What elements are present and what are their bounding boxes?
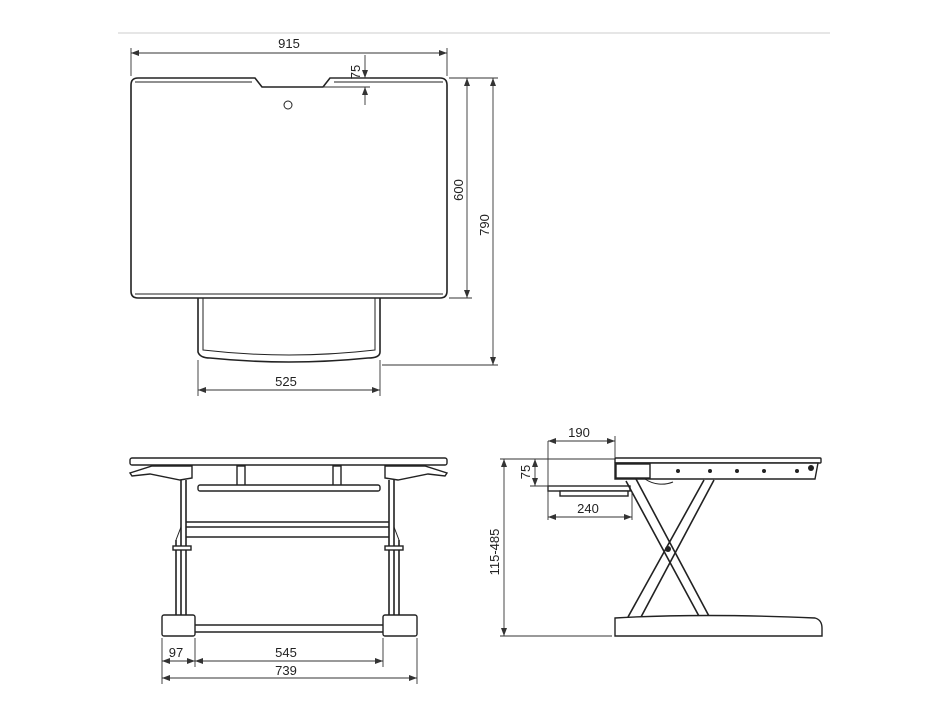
top-view: 915 75 600 790 525 xyxy=(130,36,498,396)
base-foot-right xyxy=(382,614,418,637)
dim-label-tray-depth: 240 xyxy=(577,501,599,516)
side-rail xyxy=(614,462,819,480)
dim-label-width: 915 xyxy=(278,36,300,51)
cable-hole xyxy=(283,100,293,110)
dim-label-tray-width: 525 xyxy=(275,374,297,389)
side-view: 190 75 240 115-485 xyxy=(487,425,823,637)
dim-label-base-width: 739 xyxy=(275,663,297,678)
keyboard-tray-front xyxy=(197,484,381,492)
base-side xyxy=(614,614,823,637)
dim-label-height-range: 115-485 xyxy=(487,529,502,576)
dim-label-inner-span: 545 xyxy=(275,645,297,660)
desk-board-side xyxy=(614,457,822,464)
desk-board-top xyxy=(130,77,448,299)
keyboard-tray-side xyxy=(547,485,631,492)
dim-label-total-depth: 790 xyxy=(477,214,492,236)
dim-label-notch: 75 xyxy=(348,65,363,79)
base-foot-left xyxy=(161,614,196,637)
keyboard-tray-top xyxy=(197,298,381,363)
front-view: 97 545 739 xyxy=(128,457,449,684)
dim-label-tray-offset: 190 xyxy=(568,425,590,440)
dim-label-foot-width: 97 xyxy=(169,645,183,660)
dim-label-board-depth: 600 xyxy=(451,179,466,201)
desk-board-front xyxy=(129,457,448,466)
dim-label-tray-drop: 75 xyxy=(518,465,533,479)
